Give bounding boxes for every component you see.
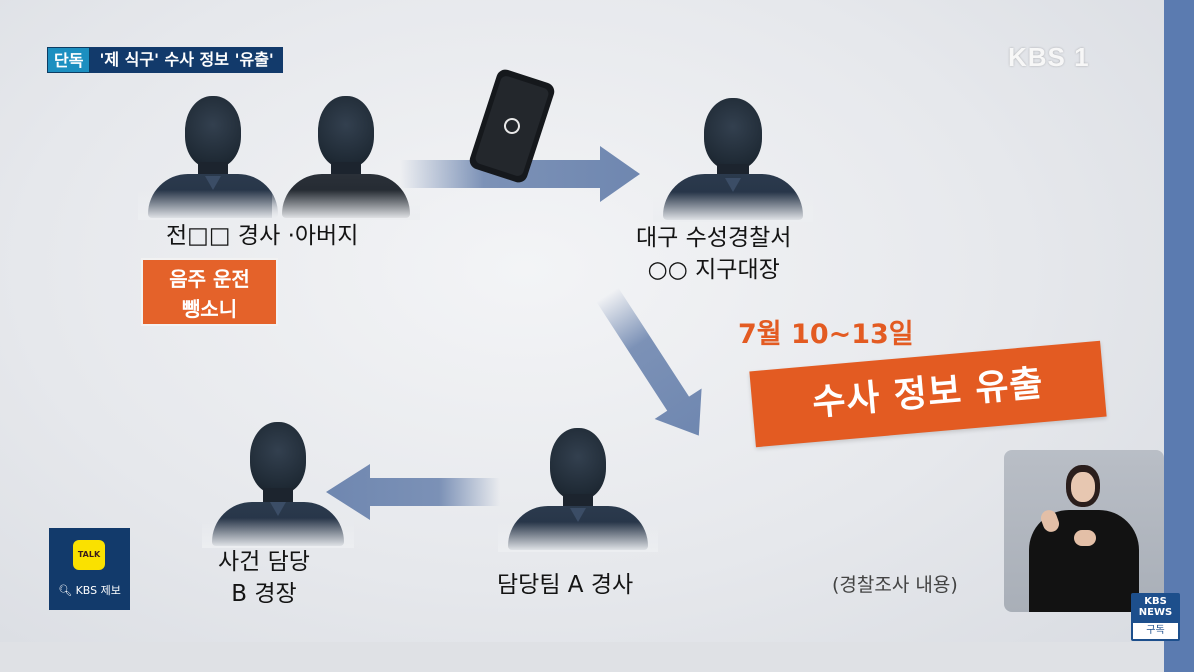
station-line1: 대구 수성경찰서 — [636, 225, 792, 251]
sign-language-interpreter — [1004, 450, 1164, 612]
officer-a-silhouette — [498, 428, 658, 552]
tip-label: 🔍︎ KBS 제보 — [58, 584, 121, 597]
search-icon: 🔍︎ — [58, 584, 73, 597]
charge-hit-and-run: 뺑소니 — [181, 297, 238, 321]
station-chief-silhouette — [653, 98, 813, 222]
kakaotalk-icon: TALK — [73, 540, 105, 570]
officer-b-line2: B 경장 — [231, 581, 297, 607]
kbs-news-subscribe[interactable]: KBS NEWS 구독 — [1131, 593, 1180, 641]
subscribe-label: 구독 — [1133, 623, 1178, 639]
charge-drunk-driving: 음주 운전 — [169, 267, 250, 291]
kbs-tip-box[interactable]: TALK 🔍︎ KBS 제보 — [49, 528, 130, 610]
arrow-to-officer-a — [596, 287, 702, 436]
flow-arrows — [326, 69, 702, 520]
officer-a-label: 담당팀 A 경사 — [497, 572, 634, 598]
bottom-strip — [0, 642, 1164, 672]
station-line2: ○○ 지구대장 — [647, 257, 780, 283]
origin-label: 전□□ 경사 ·아버지 — [166, 223, 359, 249]
charges-box: 음주 운전 뺑소니 — [141, 258, 278, 326]
officer-b-silhouette — [202, 422, 354, 548]
news-logo-text: KBS NEWS — [1138, 596, 1173, 618]
phone-icon — [469, 69, 555, 183]
station-label: 대구 수성경찰서 ○○ 지구대장 — [636, 222, 791, 286]
source-note: (경찰조사 내용) — [832, 574, 958, 596]
officer-b-line1: 사건 담당 — [218, 549, 310, 575]
officer-b-label: 사건 담당 B 경장 — [218, 546, 310, 610]
right-edge-bar — [1164, 0, 1194, 672]
officer-jeon-silhouette — [138, 96, 288, 220]
arrow-to-officer-b — [326, 464, 500, 520]
exclusive-tag: 단독 — [47, 47, 91, 73]
leak-date: 7월 10~13일 — [738, 319, 914, 350]
channel-logo: KBS 1 — [1008, 42, 1090, 72]
headline-bar: 단독 '제 식구' 수사 정보 '유출' — [47, 47, 283, 73]
headline-text: '제 식구' 수사 정보 '유출' — [90, 47, 283, 73]
father-silhouette — [272, 96, 420, 220]
